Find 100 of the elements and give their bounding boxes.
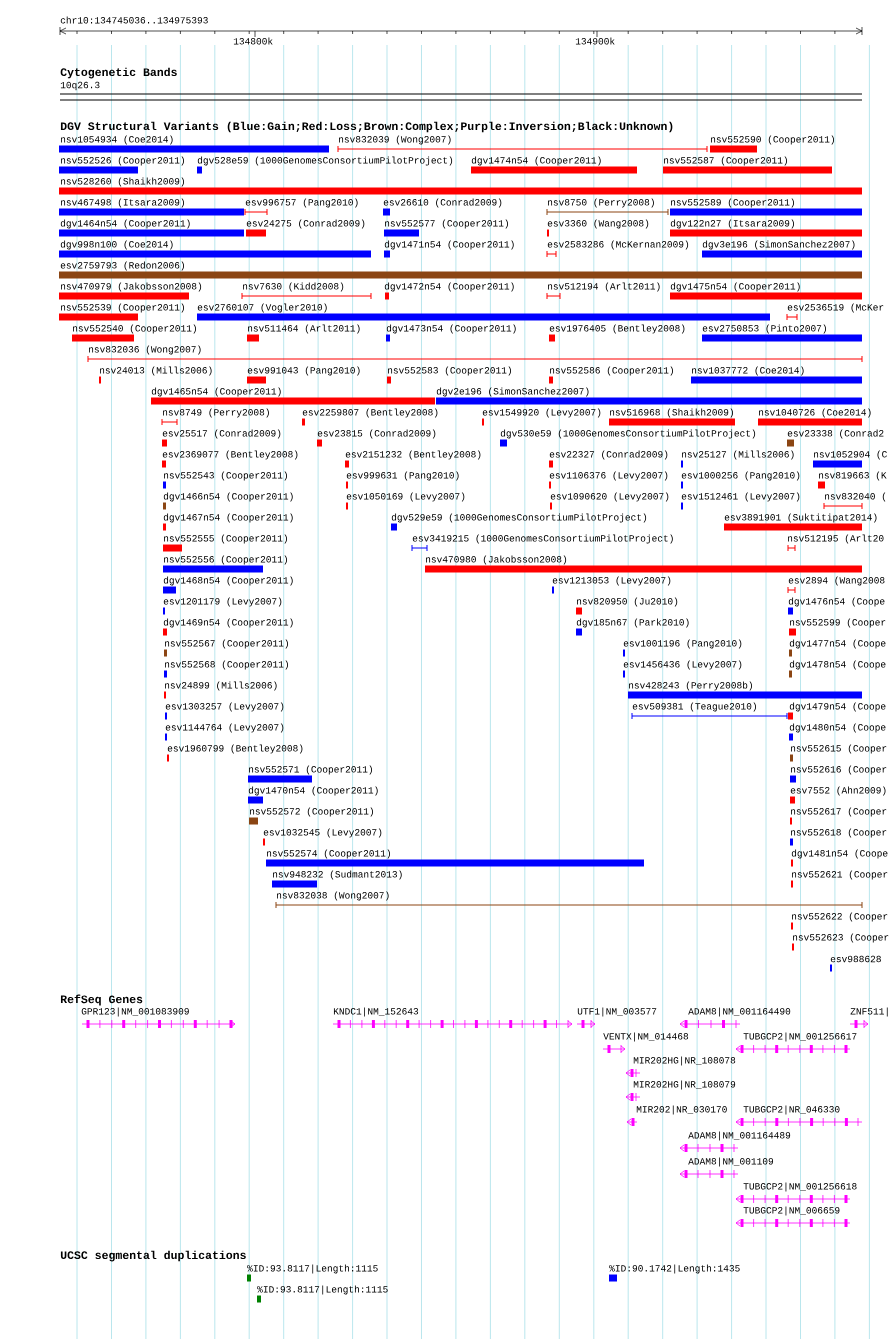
feature-label: esv23815 (Conrad2009) (317, 429, 436, 439)
feature-label: esv2750853 (Pinto2007) (702, 324, 826, 334)
feature-label: nsv511464 (Arlt2011) (248, 324, 360, 334)
feature-label: dgv1481n54 (Coope (791, 849, 888, 859)
feature-label: dgv1464n54 (Cooper2011) (60, 219, 190, 229)
feature-label: nsv552590 (Cooper2011) (711, 135, 834, 145)
feature-label: TUBGCP2|NM_006659 (743, 1206, 840, 1216)
feature-label: nsv470980 (Jakobsson2008) (426, 555, 567, 565)
feature-label: nsv1037772 (Coe2014) (692, 366, 804, 376)
feature-label: esv1000256 (Pang2010) (681, 471, 800, 481)
feature-label: esv988628 (830, 955, 881, 963)
feature-label: esv7552 (Ahn2009) (790, 786, 886, 796)
feature-label: esv1106376 (Levy2007) (549, 471, 668, 481)
feature-label: esv1090620 (Levy2007) (550, 492, 669, 502)
feature-label: nsv820950 (Ju2010) (577, 597, 678, 607)
feature-label: dgv1475n54 (Cooper2011) (670, 282, 800, 292)
feature-label: nsv1052904 (C (814, 450, 887, 460)
feature-label: esv25517 (Conrad2009) (162, 429, 281, 439)
feature-label: nsv552555 (Cooper2011) (164, 534, 287, 544)
feature-label: KNDC1|NM_152643 (333, 1007, 419, 1017)
feature-label: %ID:93.8117|Length:1115 (257, 1285, 388, 1295)
feature-label: esv999631 (Pang2010) (346, 471, 459, 481)
feature-label: nsv552539 (Cooper2011) (61, 303, 184, 313)
feature-label: nsv552623 (Cooper (793, 933, 889, 943)
feature-label: esv26610 (Conrad2009) (383, 198, 502, 208)
feature-label: MIR202HG|NR_108079 (633, 1080, 736, 1090)
feature-label: esv1960799 (Bentley2008) (167, 744, 303, 754)
feature-label: dgv998n100 (Coe2014) (60, 240, 173, 250)
feature-label: esv2760107 (Vogler2010) (197, 303, 327, 313)
feature-label: dgv1469n54 (Cooper2011) (163, 618, 293, 628)
feature-label: nsv552618 (Cooper (791, 828, 887, 838)
feature-label: nsv8750 (Perry2008) (548, 198, 654, 208)
feature-label: nsv552543 (Cooper2011) (164, 471, 287, 481)
feature-label: nsv552622 (Cooper (792, 912, 888, 922)
feature-label: nsv25127 (Mills2006) (682, 450, 794, 460)
feature-label: esv1050169 (Levy2007) (346, 492, 465, 502)
feature-label: nsv1054934 (Coe2014) (61, 135, 173, 145)
feature-label: nsv552589 (Cooper2011) (671, 198, 794, 208)
feature-label: %ID:90.1742|Length:1435 (609, 1264, 740, 1274)
feature-label: nsv552556 (Cooper2011) (164, 555, 287, 565)
feature-label: nsv470979 (Jakobsson2008) (61, 282, 202, 292)
feature-label: nsv552587 (Cooper2011) (664, 156, 787, 166)
track-title: UCSC segmental duplications (60, 1250, 246, 1262)
track-label: 10q26.3 (60, 81, 100, 91)
feature-label: dgv3e196 (SimonSanchez2007) (702, 240, 855, 250)
feature-label: dgv1468n54 (Cooper2011) (163, 576, 293, 586)
feature-label: nsv552583 (Cooper2011) (388, 366, 511, 376)
feature-label: nsv552571 (Cooper2011) (249, 765, 372, 775)
feature-label: nsv552616 (Cooper (791, 765, 887, 775)
feature-label: esv1512461 (Levy2007) (681, 492, 800, 502)
feature-label: esv2759793 (Redon2006) (60, 261, 184, 271)
feature-label: nsv1040726 (Coe2014) (759, 408, 871, 418)
feature-label: dgv2e196 (SimonSanchez2007) (436, 387, 589, 397)
feature-label: nsv24013 (Mills2006) (100, 366, 212, 376)
feature-label: esv1976405 (Bentley2008) (549, 324, 685, 334)
feature-label: nsv552621 (Cooper (792, 870, 888, 880)
feature-label: dgv1477n54 (Coope (789, 639, 886, 649)
feature-label: nsv832039 (Wong2007) (339, 135, 451, 145)
feature-label: VENTX|NM_014468 (603, 1032, 689, 1042)
feature-label: ADAM8|NM_001164489 (688, 1131, 791, 1141)
feature-label: nsv552599 (Cooper (790, 618, 886, 628)
feature-label: dgv1479n54 (Coope (789, 702, 886, 712)
feature-label: dgv185n67 (Park2010) (576, 618, 689, 628)
feature-label: nsv512195 (Arlt20 (788, 534, 884, 544)
feature-label: esv509381 (Teague2010) (632, 702, 756, 712)
feature-label: esv1032545 (Levy2007) (263, 828, 382, 838)
feature-label: MIR202|NR_030170 (636, 1105, 727, 1115)
feature-label: nsv552615 (Cooper (791, 744, 887, 754)
feature-label: esv3891901 (Suktitipat2014) (724, 513, 877, 523)
feature-label: esv1549920 (Levy2007) (482, 408, 601, 418)
track-title: DGV Structural Variants (Blue:Gain;Red:Loss;Brown:Complex;Purple:Inversion;Black:Unknown) (60, 121, 673, 133)
feature-label: esv1303257 (Levy2007) (165, 702, 284, 712)
feature-label: esv2151232 (Bentley2008) (345, 450, 481, 460)
feature-label: esv3360 (Wang2008) (547, 219, 649, 229)
tick-label: 134900k (575, 37, 615, 45)
feature-label: ADAM8|NM_001109 (688, 1157, 774, 1167)
feature-label: dgv1473n54 (Cooper2011) (386, 324, 516, 334)
feature-label: nsv516968 (Shaikh2009) (610, 408, 733, 418)
feature-label: TUBGCP2|NR_046330 (743, 1105, 840, 1115)
tick-label: 134800k (233, 37, 273, 45)
feature-label: nsv528260 (Shaikh2009) (61, 177, 184, 187)
feature-label: %ID:93.8117|Length:1115 (247, 1264, 378, 1274)
feature-label: esv24275 (Conrad2009) (246, 219, 365, 229)
feature-label: nsv552526 (Cooper2011) (61, 156, 184, 166)
feature-label: esv2259807 (Bentley2008) (302, 408, 438, 418)
feature-label: nsv552568 (Cooper2011) (165, 660, 288, 670)
feature-label: esv1144764 (Levy2007) (165, 723, 284, 733)
feature-label: nsv552574 (Cooper2011) (267, 849, 390, 859)
feature-label: dgv1466n54 (Cooper2011) (163, 492, 293, 502)
feature-label: nsv552577 (Cooper2011) (385, 219, 508, 229)
feature-label: dgv1472n54 (Cooper2011) (384, 282, 514, 292)
feature-label: esv2369077 (Bentley2008) (162, 450, 298, 460)
feature-label: nsv832038 (Wong2007) (277, 891, 389, 901)
feature-label: UTF1|NM_003577 (577, 1007, 657, 1017)
feature-label: nsv7630 (Kidd2008) (243, 282, 344, 292)
feature-label: dgv1480n54 (Coope (789, 723, 886, 733)
feature-label: MIR202HG|NR_108078 (633, 1056, 736, 1066)
feature-label: esv996757 (Pang2010) (245, 198, 358, 208)
feature-label: nsv467498 (Itsara2009) (61, 198, 184, 208)
feature-label: esv3419215 (1000GenomesConsortiumPilotProject) (412, 534, 673, 544)
